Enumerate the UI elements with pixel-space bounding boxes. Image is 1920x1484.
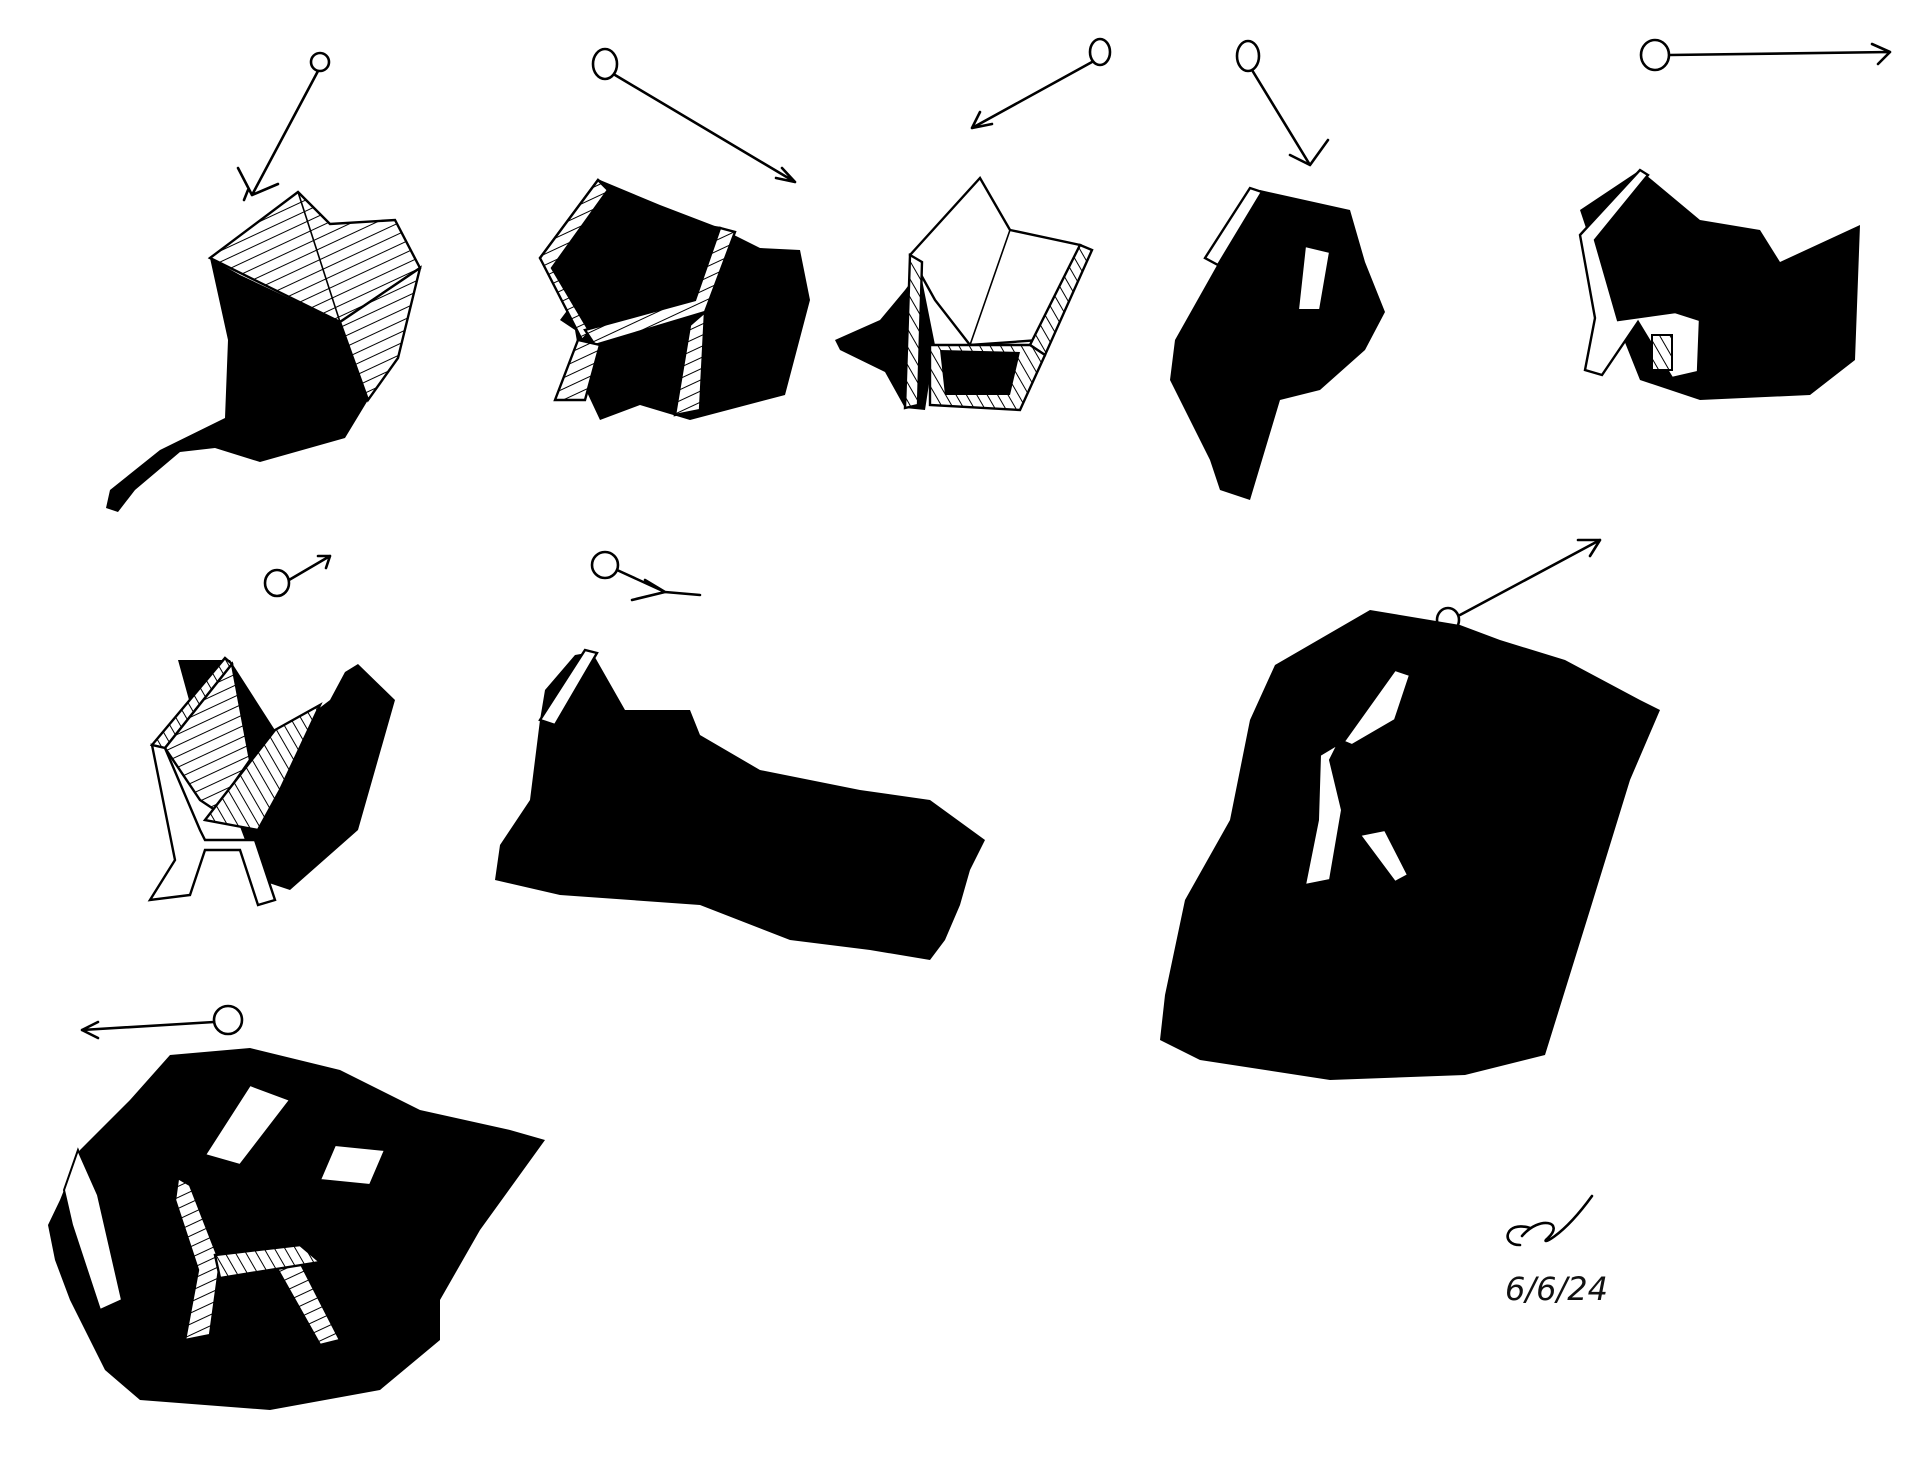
sketch-date: 6/6/24 [1505, 1270, 1608, 1308]
light-source-icon [590, 550, 702, 602]
chair-sketch-1 [106, 51, 422, 512]
light-source-icon [80, 1004, 244, 1040]
chair-seat-top [202, 702, 323, 832]
chair-back-highlight [203, 1083, 387, 1187]
cast-shadow [1160, 610, 1660, 1080]
cast-shadow [495, 652, 985, 960]
chair-sketch-6 [147, 554, 395, 907]
chair-sketch-4 [1170, 39, 1385, 500]
chair-sketch-9 [48, 1004, 545, 1410]
chair-seat-hatched [213, 1243, 323, 1280]
chair-highlight [1303, 668, 1412, 887]
chair-back-edge [538, 648, 599, 727]
chair-legs [147, 743, 277, 907]
light-source-icon [970, 37, 1112, 130]
chair-left-face [62, 1147, 124, 1312]
chair-sketch-5 [1578, 38, 1892, 400]
chair-sketch-2 [538, 47, 810, 420]
light-source-icon [1435, 538, 1602, 634]
cast-shadow [106, 258, 368, 512]
chair-back-edge [1203, 186, 1264, 267]
signature [1506, 1194, 1594, 1247]
chair-sketch-8 [1160, 538, 1660, 1080]
light-source-icon [1235, 39, 1330, 167]
chair-back-face [338, 265, 422, 403]
light-source-icon [263, 554, 332, 598]
chair-legs [553, 309, 707, 417]
chair-front [1578, 168, 1702, 380]
light-source-icon [591, 47, 797, 184]
cast-shadow [1170, 190, 1385, 500]
light-source-icon [236, 51, 331, 202]
chair-sketch-3 [835, 37, 1112, 412]
chair-seat-highlight [1296, 244, 1332, 311]
cast-shadow [48, 1048, 545, 1410]
light-source-icon [1639, 38, 1892, 72]
chair-sketch-7 [495, 550, 985, 960]
